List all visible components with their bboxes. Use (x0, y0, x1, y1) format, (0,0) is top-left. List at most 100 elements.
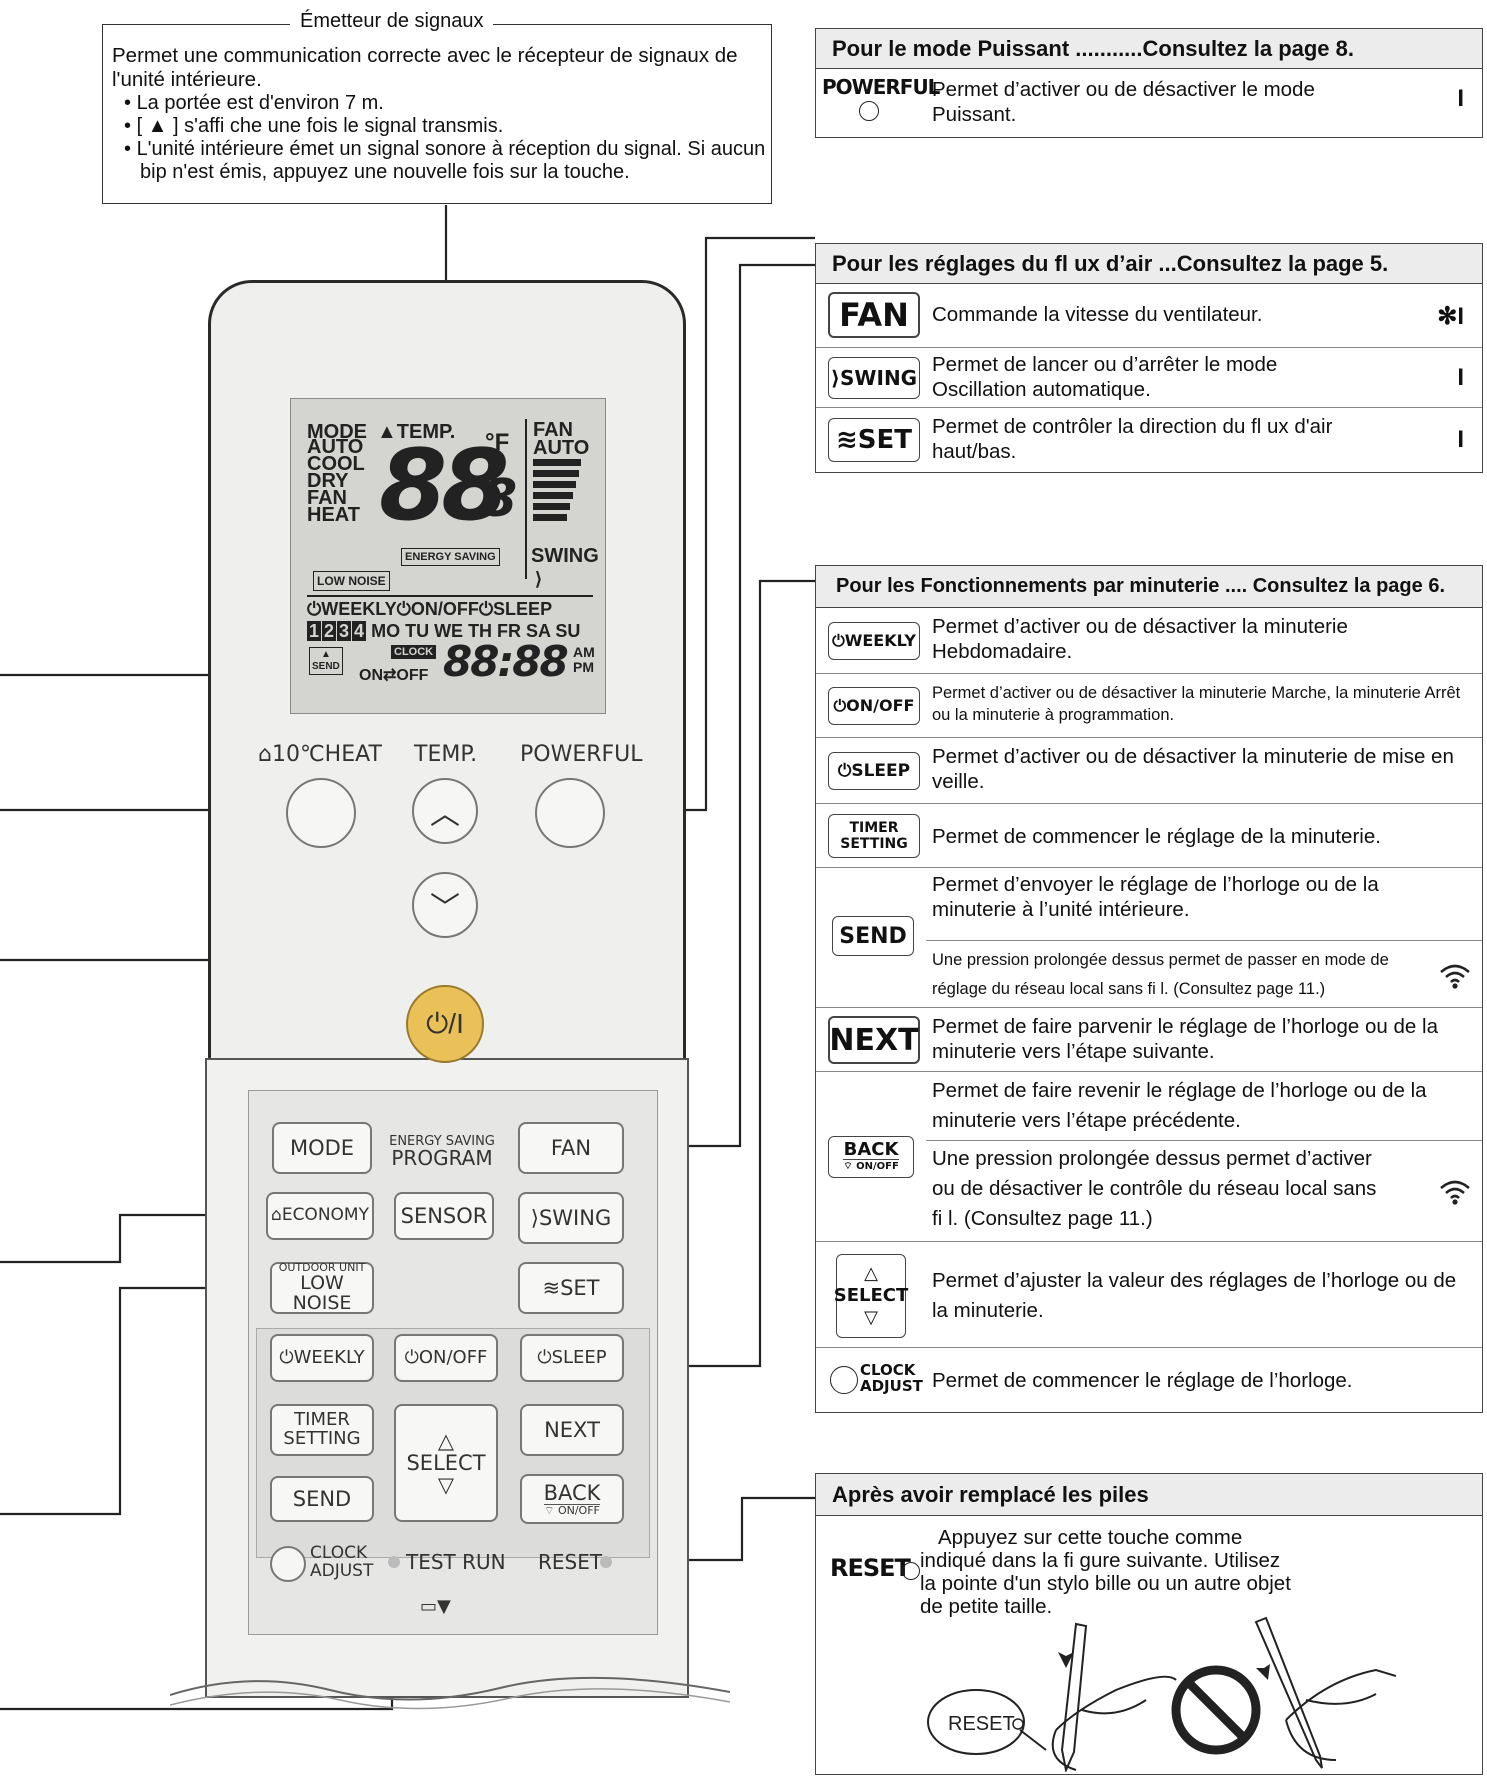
mode-button[interactable]: MODE (272, 1122, 372, 1174)
airflow-fan-mark: ✻I (1437, 303, 1464, 330)
remote-label-10c-heat: ⌂10℃HEAT (258, 742, 382, 767)
lcd-divider (525, 419, 527, 579)
set-icon: ≋SET (828, 418, 920, 462)
send-sub-divider (926, 940, 1482, 941)
emitter-description: Permet une communication correcte avec l… (112, 44, 767, 184)
powerful-icon-label: POWERFUL (822, 75, 940, 99)
timer-row-sleep: ⏻SLEEP Permet d’activer ou de désactiver… (816, 738, 1482, 804)
sleep-text: Permet d’activer ou de désactiver la min… (932, 745, 1454, 793)
temp-down-button[interactable]: ﹀ (412, 872, 478, 938)
send-icon: SEND (832, 916, 914, 956)
powerful-row: POWERFUL Permet d’activer ou de désactiv… (816, 69, 1482, 139)
timer-row-send: SEND Permet d’envoyer le réglage de l’ho… (816, 868, 1482, 1008)
lcd-on-off: ON⇄OFF (359, 667, 429, 684)
send-button[interactable]: SEND (270, 1476, 374, 1522)
emitter-bullet-2: • [ ▲ ] s'affi che une fois le signal tr… (124, 115, 504, 137)
set-button[interactable]: ≋SET (518, 1262, 624, 1314)
airflow-panel: Pour les réglages du fl ux d’air ...Cons… (815, 243, 1483, 473)
send-text: Permet d’envoyer le réglage de l’horloge… (932, 873, 1379, 921)
next-text: Permet de faire parvenir le réglage de l… (932, 1015, 1438, 1063)
reset-illustration: RESET (927, 1616, 1396, 1772)
clock-text: Permet de commencer le réglage de l’horl… (932, 1369, 1353, 1392)
lcd-mode: MODE (307, 421, 367, 443)
10c-heat-button[interactable] (286, 778, 356, 848)
test-run-hole[interactable] (388, 1556, 400, 1568)
select-text: Permet d’ajuster la valeur des réglages … (932, 1269, 1457, 1322)
airflow-panel-title: Pour les réglages du fl ux d’air ...Cons… (816, 244, 1482, 284)
back-sub-text: Une pression prolongée dessus permet d’a… (932, 1147, 1377, 1230)
timer-panel: Pour les Fonctionnements par minuterie .… (815, 565, 1483, 1413)
lcd-send: ▲SEND (309, 647, 343, 675)
economy-button[interactable]: ⌂ECONOMY (266, 1192, 374, 1240)
sleep-button[interactable]: ⏻SLEEP (520, 1334, 624, 1382)
lcd-fan-auto: AUTO (533, 437, 590, 459)
powerful-text: Permet d’activer ou de désactiver le mod… (932, 78, 1315, 126)
lcd-clock: CLOCK (391, 645, 437, 659)
temp-up-button[interactable]: ︿ (412, 778, 478, 844)
timer-row-onoff: ⏻ON/OFF Permet d’activer ou de désactive… (816, 674, 1482, 738)
lcd-divider-2 (307, 595, 593, 597)
reset-icon-label: RESET (830, 1554, 911, 1582)
remote-label-temp: TEMP. (414, 742, 478, 767)
select-icon: △SELECT▽ (834, 1254, 908, 1338)
lcd-temp-digits: 88 (379, 429, 509, 543)
select-button[interactable]: △SELECT▽ (394, 1404, 498, 1522)
powerful-panel: Pour le mode Puissant ...........Consult… (815, 28, 1483, 138)
back-button[interactable]: BACK⌔ ON/OFF (520, 1474, 624, 1524)
lcd-low-noise: LOW NOISE (313, 571, 390, 591)
timer-panel-title: Pour les Fonctionnements par minuterie .… (816, 566, 1482, 608)
lcd-swing: SWING (531, 545, 599, 567)
chevron-up-icon: ︿ (430, 798, 460, 831)
swing-button[interactable]: ⟩SWING (518, 1192, 624, 1244)
next-icon: NEXT (828, 1016, 920, 1064)
next-button[interactable]: NEXT (520, 1404, 624, 1456)
airflow-set-mark: I (1457, 426, 1464, 453)
timer-setting-text: Permet de commencer le réglage de la min… (932, 825, 1381, 848)
lcd-energy-saving: ENERGY SAVING (401, 548, 500, 566)
airflow-fan-text: Commande la vitesse du ventilateur. (932, 303, 1263, 326)
onoff-button[interactable]: ⏻ON/OFF (394, 1334, 498, 1382)
battery-icon: ▭▼ (420, 1596, 451, 1617)
triangle-up-icon: △ (437, 1428, 455, 1453)
weekly-button[interactable]: ⏻WEEKLY (270, 1334, 374, 1382)
powerful-mark: I (1457, 85, 1464, 112)
back-sub-divider (926, 1140, 1482, 1141)
sensor-button[interactable]: SENSOR (394, 1192, 494, 1240)
power-button[interactable]: ⏻/I (406, 985, 484, 1063)
back-text: Permet de faire revenir le réglage de l’… (932, 1079, 1427, 1132)
fan-button[interactable]: FAN (518, 1122, 624, 1174)
reset-hole[interactable] (600, 1556, 612, 1568)
clock-adjust-button[interactable] (270, 1546, 306, 1582)
circle-icon (902, 1562, 920, 1580)
airflow-row-set: ≋SET Permet de contrôler la direction du… (816, 408, 1482, 472)
airflow-set-text: Permet de contrôler la direction du fl u… (932, 415, 1333, 463)
wifi-icon (1440, 1180, 1470, 1205)
lcd-temp-decimal: 8 (481, 469, 518, 529)
emitter-bullet-1: • La portée est d'environ 7 m. (124, 92, 384, 114)
sleep-icon: ⏻SLEEP (828, 752, 920, 790)
remote-label-powerful: POWERFUL (520, 742, 643, 767)
remote-cut-edge (170, 1676, 730, 1710)
weekly-icon: ⏻WEEKLY (828, 622, 920, 660)
airflow-row-swing: ⟩SWING Permet de lancer ou d’arrêter le … (816, 348, 1482, 408)
swing-icon: ⟩ (530, 1205, 539, 1230)
wifi-icon (1440, 964, 1470, 989)
reset-text: Appuyez sur cette touche comme indiqué d… (920, 1526, 1291, 1618)
emitter-bullet-3: • L'unité intérieure émet un signal sono… (124, 138, 766, 183)
figure-reset-label: RESET (948, 1713, 1015, 1735)
power-icon: ⏻/I (426, 1007, 464, 1039)
circle-icon (859, 101, 879, 121)
back-icon: BACK⌔ ON/OFF (828, 1136, 914, 1178)
powerful-button[interactable] (535, 778, 605, 848)
timer-row-select: △SELECT▽ Permet d’ajuster la valeur des … (816, 1242, 1482, 1348)
airflow-row-fan: FAN Commande la vitesse du ventilateur. … (816, 284, 1482, 348)
